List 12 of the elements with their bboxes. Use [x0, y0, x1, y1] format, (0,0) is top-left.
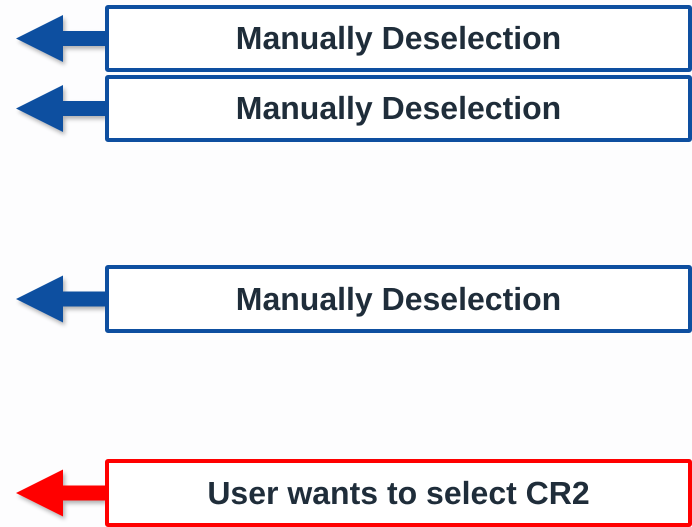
text-box — [105, 459, 692, 527]
box-label: Manually Deselection — [236, 280, 562, 318]
text-box — [105, 75, 692, 142]
box-label: Manually Deselection — [236, 90, 562, 127]
arrow — [16, 85, 105, 132]
text-box — [105, 5, 692, 72]
arrow — [16, 470, 105, 516]
text-box — [105, 265, 692, 333]
box-label: User wants to select CR2 — [207, 474, 590, 512]
box-label: Manually Deselection — [236, 20, 562, 57]
arrow — [16, 15, 105, 62]
arrow — [16, 276, 105, 322]
